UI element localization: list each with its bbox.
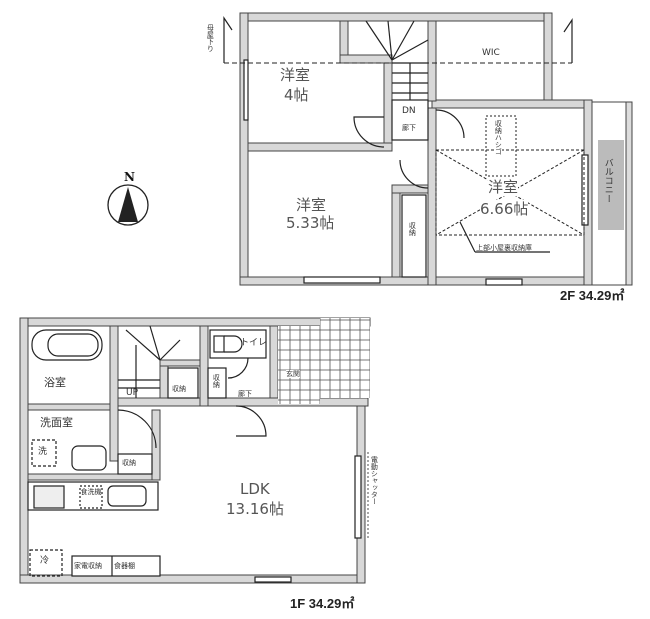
attic-note: 上部小屋裏収納庫 bbox=[476, 244, 532, 252]
floor1-details bbox=[27, 325, 369, 583]
compass-north-label: N bbox=[124, 170, 135, 184]
fridge-label: 冷 bbox=[40, 556, 50, 566]
floor1-area: 1F 34.29㎡ bbox=[290, 596, 355, 611]
compass-icon bbox=[107, 184, 149, 226]
room-western-533-name: 洋室 bbox=[296, 196, 327, 214]
closet-2f-label: 収納 bbox=[408, 222, 417, 236]
hall-2f-label: 廊下 bbox=[402, 124, 416, 132]
room-western-666-name: 洋室 bbox=[488, 178, 519, 196]
appliance-storage-label: 家電収納 bbox=[74, 562, 102, 570]
entrance-label: 玄関 bbox=[286, 370, 300, 379]
dishwasher-label: 食洗機 bbox=[80, 488, 102, 496]
balcony-label: バルコニー bbox=[602, 158, 613, 203]
room-western-533-size: 5.33帖 bbox=[286, 214, 335, 232]
stair-dn-label: DN bbox=[402, 106, 416, 116]
ldk-name: LDK bbox=[240, 480, 270, 498]
cupboard-label: 食器棚 bbox=[114, 562, 135, 570]
floor2-area: 2F 34.29㎡ bbox=[560, 288, 625, 303]
floor2-details bbox=[223, 16, 589, 286]
toilet-label: トイレ bbox=[240, 338, 268, 348]
closet-1f-a-label: 収納 bbox=[172, 385, 186, 393]
porch-tile bbox=[320, 318, 370, 398]
hall-1f-label: 廊下 bbox=[238, 390, 252, 398]
roof-note: 母屋下り bbox=[206, 24, 215, 52]
balcony bbox=[591, 101, 633, 286]
room-western-666-size: 6.66帖 bbox=[480, 200, 529, 218]
entrance-tile bbox=[278, 326, 320, 404]
closet-1f-b-label: 収納 bbox=[212, 374, 221, 388]
shutter-label: 電動シャッター bbox=[370, 456, 379, 505]
stair-up-label: UP bbox=[126, 388, 139, 398]
washroom-label: 洗面室 bbox=[40, 416, 73, 429]
washer-label: 洗 bbox=[38, 447, 48, 457]
ladder-label: 収納ハシゴ bbox=[494, 120, 503, 155]
room-wic: WIC bbox=[480, 48, 502, 59]
room-western-4-name: 洋室 bbox=[280, 66, 311, 84]
ldk-size: 13.16帖 bbox=[226, 500, 284, 518]
closet-1f-c-label: 収納 bbox=[122, 459, 136, 467]
room-western-4-size: 4帖 bbox=[284, 86, 309, 104]
bathroom-label: 浴室 bbox=[44, 376, 66, 389]
